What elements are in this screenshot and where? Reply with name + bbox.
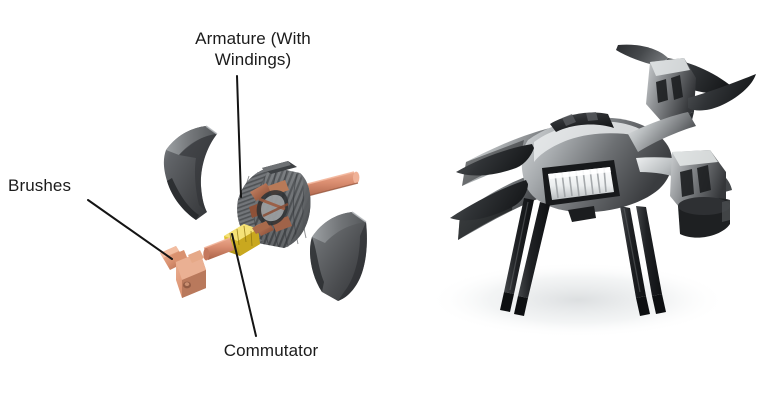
field-magnet-lower-right [310, 211, 367, 301]
leader-line-armature [236, 75, 242, 198]
motor-exploded-diagram-panel: Armature (With Windings) Brushes Commuta… [8, 29, 367, 360]
rotor-pod-front-right [670, 150, 730, 238]
motor-diagram-svg [87, 75, 367, 337]
underside-sensor [568, 206, 596, 222]
armature-assembly [237, 161, 311, 248]
drone-photo-panel [400, 0, 768, 417]
armature-top-boss [262, 161, 297, 174]
quadcopter-drone-svg [428, 44, 756, 338]
drone-ground-shadow [428, 262, 728, 338]
frame-arm-rear-right [628, 112, 696, 152]
carbon-brush-assembly [160, 246, 206, 298]
callout-leader-lines [87, 75, 257, 337]
landing-legs [500, 198, 666, 316]
leader-line-brushes [87, 199, 173, 260]
motor-shaft-front [203, 237, 234, 261]
armature-front-face [237, 167, 272, 243]
leader-line-commutator [231, 233, 257, 337]
propeller-front-left [450, 144, 534, 221]
armature-copper-windings [249, 180, 292, 236]
led-light-bar [542, 160, 620, 206]
propeller-rear-right-lower [688, 74, 756, 111]
field-magnet-upper-left [163, 125, 218, 220]
